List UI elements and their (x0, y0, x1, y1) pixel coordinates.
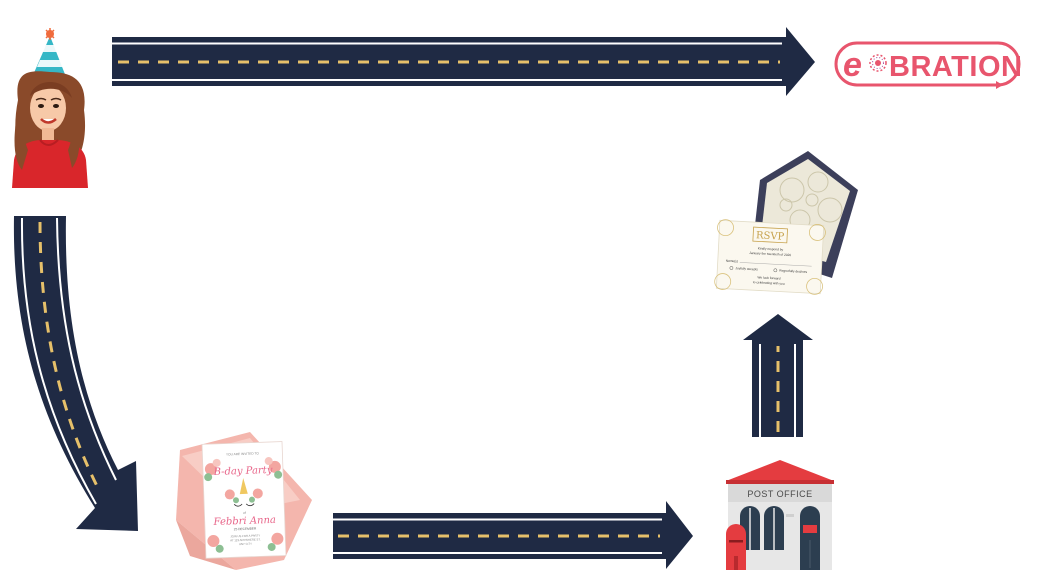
invite-detail-2: AT 123 ANYWHERE ST. (230, 537, 261, 542)
invite-of-label: of (243, 511, 246, 515)
unicorn-icon (233, 477, 255, 507)
party-woman-illustration (12, 28, 88, 188)
invite-detail-1: JOIN US FOR A PARTY (230, 533, 260, 538)
ebration-logo: e BRATION (834, 41, 1022, 89)
post-office-sign: POST OFFICE (747, 489, 812, 499)
rsvp-option-decline: Regretfully declines (779, 269, 807, 274)
rsvp-envelope-illustration: RSVP Kindly respond by January the twent… (714, 151, 858, 295)
logo-letter-e: e (843, 46, 862, 84)
invite-name-script: Febbri Anna (212, 515, 276, 528)
road-arrow-bottom (333, 501, 693, 569)
rsvp-footer-2: to celebrating with you (753, 280, 785, 286)
invite-detail-3: ANY CITY (239, 542, 252, 546)
invite-title-script: B-day Party (212, 465, 272, 478)
rsvp-title: RSVP (756, 230, 785, 242)
floral-decoration-icon (204, 457, 284, 553)
invitation-card: YOU ARE INVITED TO B-day Party of Febbri… (201, 441, 287, 559)
invitation-illustration: YOU ARE INVITED TO B-day Party of Febbri… (176, 432, 312, 570)
post-office-illustration: POST OFFICE (726, 460, 834, 570)
road-arrow-up (743, 314, 813, 437)
logo-text: BRATION (889, 51, 1022, 83)
road-arrow-top (112, 27, 815, 96)
rsvp-card: RSVP Kindly respond by January the twent… (714, 219, 826, 295)
rsvp-name-label: Name(s) (726, 259, 738, 264)
rsvp-line-2: January the twentieth of 2020 (749, 251, 791, 257)
logo-sparkle-icon (869, 54, 887, 72)
rsvp-footer-1: We look forward (757, 275, 780, 280)
mailbox-icon (726, 524, 746, 570)
rsvp-option-accept: Joyfully accepts (735, 266, 758, 271)
invite-top-line: YOU ARE INVITED TO (226, 451, 259, 456)
road-arrow-curved (13, 216, 138, 531)
rsvp-line-1: Kindly respond by (758, 246, 784, 251)
invite-date-line: 25 DECEMBER (234, 526, 257, 531)
